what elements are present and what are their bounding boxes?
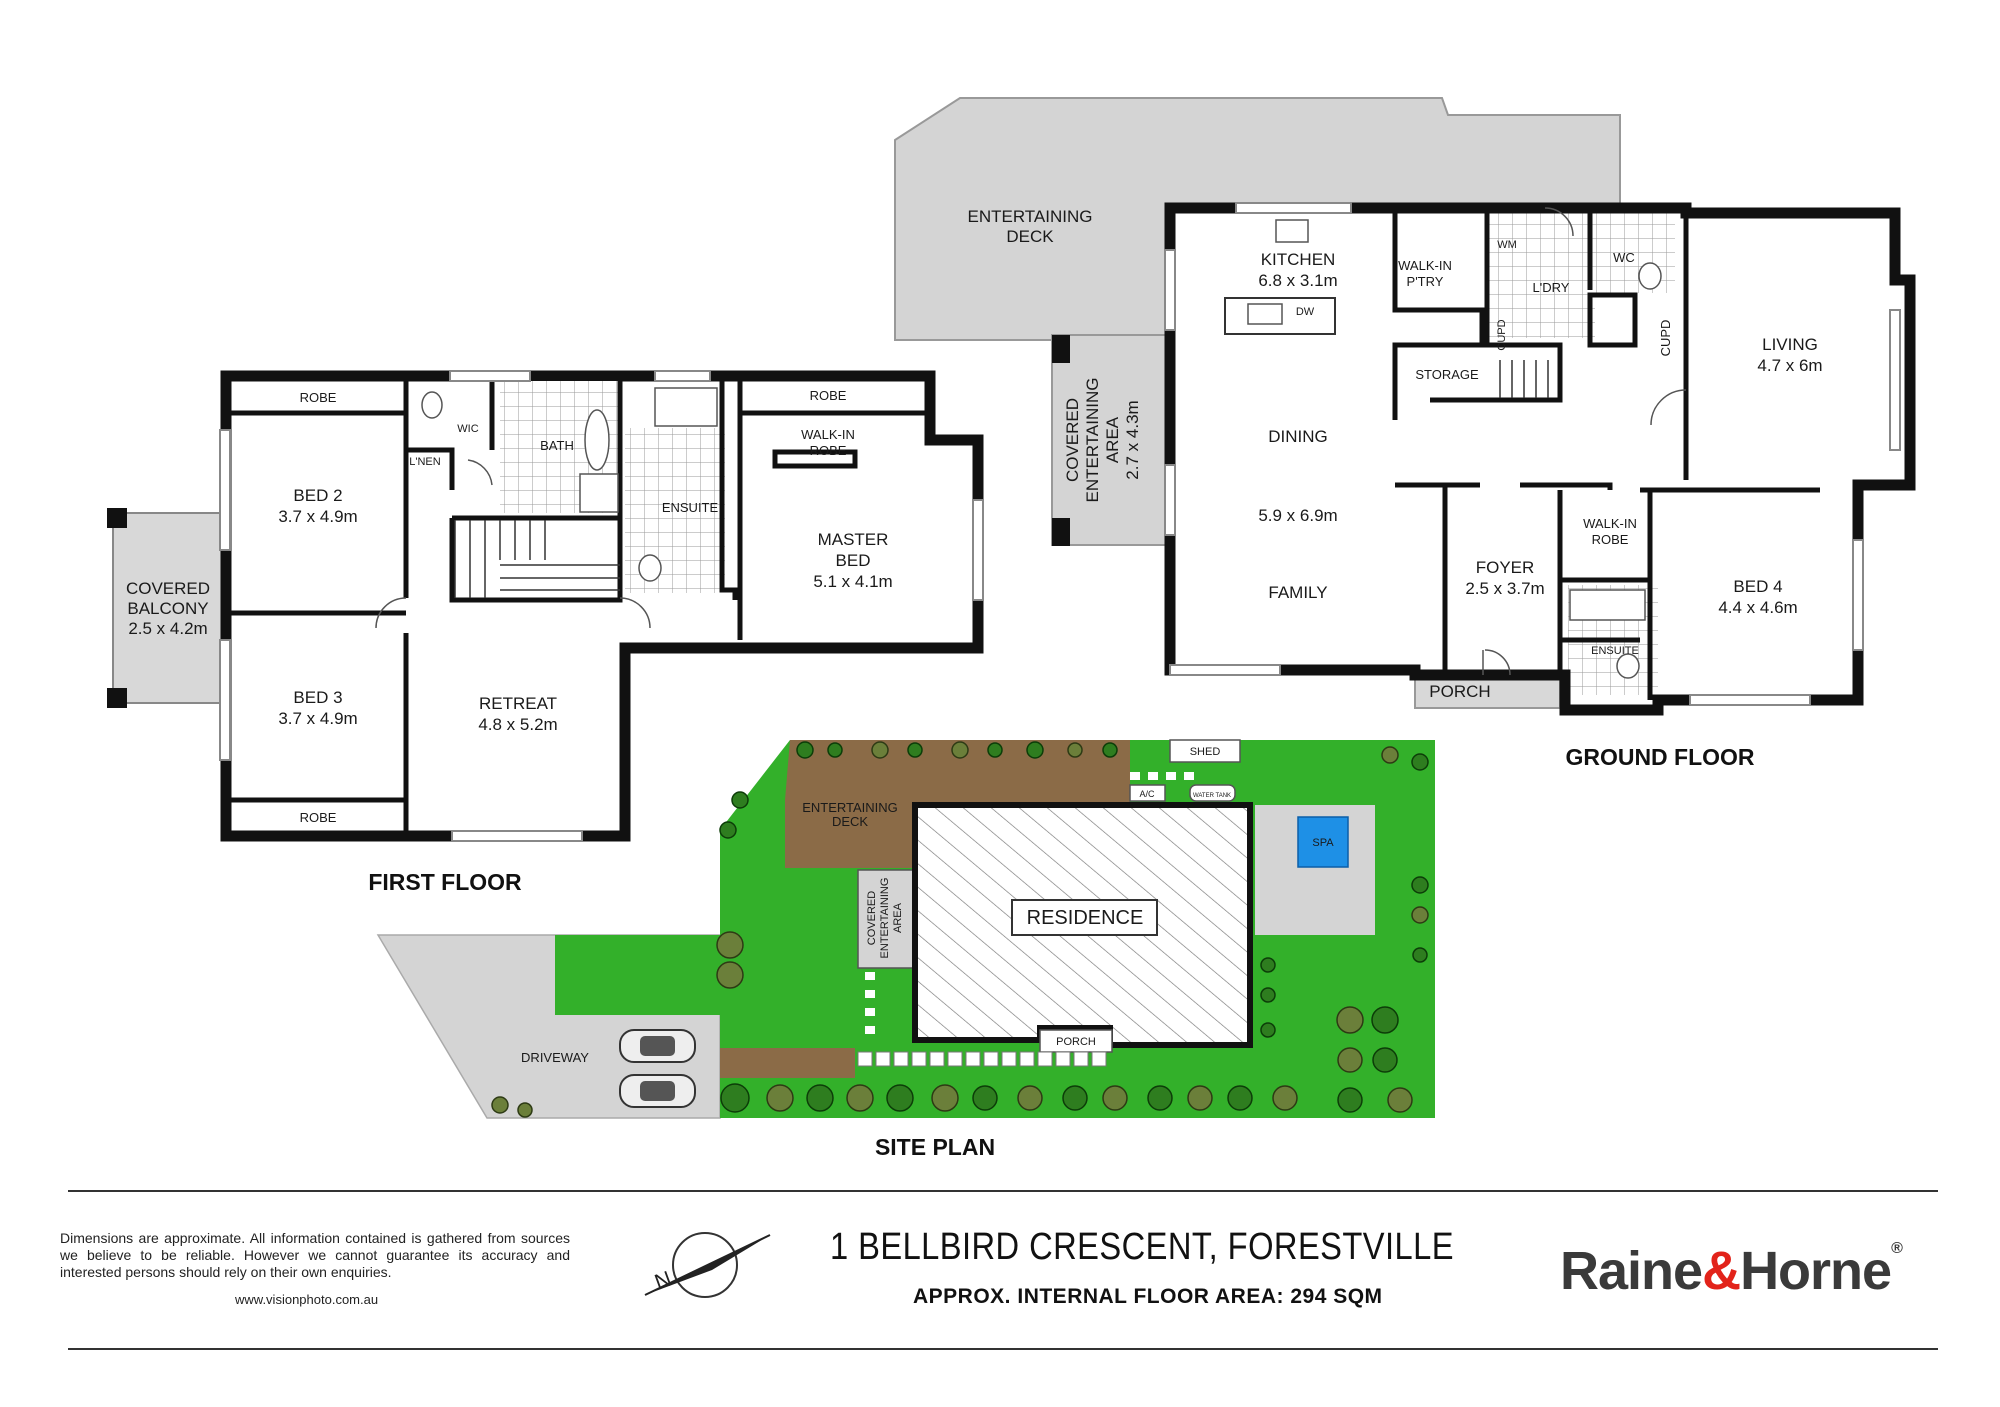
disclaimer-text: Dimensions are approximate. All informat… [60,1230,570,1280]
label-linen: L'NEN [409,456,440,468]
site-spa [1297,816,1349,868]
label-walkin-robe-ground-1: WALK-IN [1583,516,1637,531]
label-deck-1: ENTERTAINING [968,207,1093,226]
label-cupd-1: CUPD [1496,319,1508,350]
label-robe-bottom: ROBE [300,810,337,825]
label-walkin-robe-1: WALK-IN [801,427,855,442]
site-label-covered-1: COVERED [866,891,878,945]
label-walkin-pantry-1: WALK-IN [1398,258,1452,273]
website-url: www.visionphoto.com.au [235,1292,379,1307]
site-label-shed: SHED [1190,746,1221,758]
label-balcony-size: 2.5 x 4.2m [128,619,207,638]
car-icon [619,1074,696,1108]
label-deck-2: DECK [1006,227,1054,246]
label-robe-top: ROBE [300,390,337,405]
label-retreat: RETREAT [479,694,557,713]
covered-balcony [112,512,227,704]
label-robe-master: ROBE [810,388,847,403]
site-label-deck-1: ENTERTAINING [802,800,898,815]
label-living: LIVING [1762,335,1818,354]
label-bath: BATH [540,438,574,453]
label-storage: STORAGE [1415,367,1479,382]
label-bed2: BED 2 [293,486,342,505]
label-family: FAMILY [1268,583,1327,602]
site-label-ac: A/C [1139,789,1155,799]
site-label-covered-3: AREA [892,902,904,933]
site-covered-area [857,869,914,969]
brand-logo-part-a: Raine [1560,1241,1703,1301]
footer-rule-top [68,1190,1938,1192]
label-balcony-1: COVERED [126,579,210,598]
label-walkin-pantry-2: P'TRY [1407,274,1444,289]
first-floor-title: FIRST FLOOR [368,869,522,895]
label-bed4: BED 4 [1733,577,1782,596]
brand-logo-reg: ® [1891,1240,1903,1257]
label-laundry: L'DRY [1533,280,1570,295]
site-label-driveway: DRIVEWAY [521,1050,589,1065]
label-master-size: 5.1 x 4.1m [813,572,892,591]
covered-entertaining-area [1051,334,1171,546]
label-bed3: BED 3 [293,688,342,707]
brand-logo-amp: & [1702,1241,1741,1301]
label-ensuite-first: ENSUITE [662,500,719,515]
label-walkin-robe-2: ROBE [810,443,847,458]
brand-logo: Raine&Horne® [1560,1240,1903,1302]
north-compass-icon: N [644,1232,771,1298]
label-wm: WM [1497,239,1517,251]
car-icon [619,1029,696,1063]
site-label-water-tank: WATER TANK [1193,793,1231,799]
label-ground-porch: PORCH [1429,682,1490,701]
first-floor-plan: ROBE WIC L'NEN BATH ROBE WALK-IN ROBE BE… [107,370,984,895]
label-master-2: BED [836,551,871,570]
site-label-covered-2: ENTERTAINING [879,878,891,959]
footer-rule-bottom [68,1348,1938,1350]
ground-floor-title: GROUND FLOOR [1565,744,1754,770]
site-label-residence: RESIDENCE [1027,907,1144,929]
tree-icon [491,741,1429,1118]
label-bed4-size: 4.4 x 4.6m [1718,598,1797,617]
label-covered-3: AREA [1103,416,1122,463]
label-covered-size: 2.7 x 4.3m [1123,400,1142,479]
ground-floor-plan: ENTERTAINING DECK KITCHEN 6.8 x 3.1m DW … [894,97,1916,770]
stairs-ground-floor [1499,360,1549,398]
label-master-1: MASTER [818,530,889,549]
label-wic: WIC [457,423,478,435]
property-address: 1 BELLBIRD CRESCENT, FORESTVILLE [830,1226,1454,1268]
label-foyer: FOYER [1476,558,1535,577]
label-cupd-2: CUPD [1658,320,1673,357]
label-covered-1: COVERED [1063,398,1082,482]
site-plan-title: SITE PLAN [875,1134,995,1160]
label-covered-2: ENTERTAINING [1083,378,1102,503]
label-dining-size: 5.9 x 6.9m [1258,506,1337,525]
label-balcony-2: BALCONY [127,599,208,618]
label-dw: DW [1296,306,1315,318]
brand-logo-part-b: Horne [1740,1241,1892,1301]
label-bed3-size: 3.7 x 4.9m [278,709,357,728]
label-walkin-robe-ground-2: ROBE [1592,532,1629,547]
label-foyer-size: 2.5 x 3.7m [1465,579,1544,598]
internal-floor-area: APPROX. INTERNAL FLOOR AREA: 294 SQM [913,1285,1383,1308]
stairs-first-floor [454,520,620,598]
label-living-size: 4.7 x 6m [1757,356,1822,375]
site-label-porch: PORCH [1056,1036,1096,1048]
label-ensuite-ground: ENSUITE [1591,645,1639,657]
label-retreat-size: 4.8 x 5.2m [478,715,557,734]
site-label-spa: SPA [1312,837,1334,849]
label-dining: DINING [1268,427,1328,446]
label-kitchen: KITCHEN [1261,250,1336,269]
site-plan: SHED A/C WATER TANK ENTERTAINING DECK SP… [376,739,1435,1160]
label-kitchen-size: 6.8 x 3.1m [1258,271,1337,290]
label-wc: WC [1613,250,1635,265]
label-bed2-size: 3.7 x 4.9m [278,507,357,526]
site-label-deck-2: DECK [832,814,868,829]
